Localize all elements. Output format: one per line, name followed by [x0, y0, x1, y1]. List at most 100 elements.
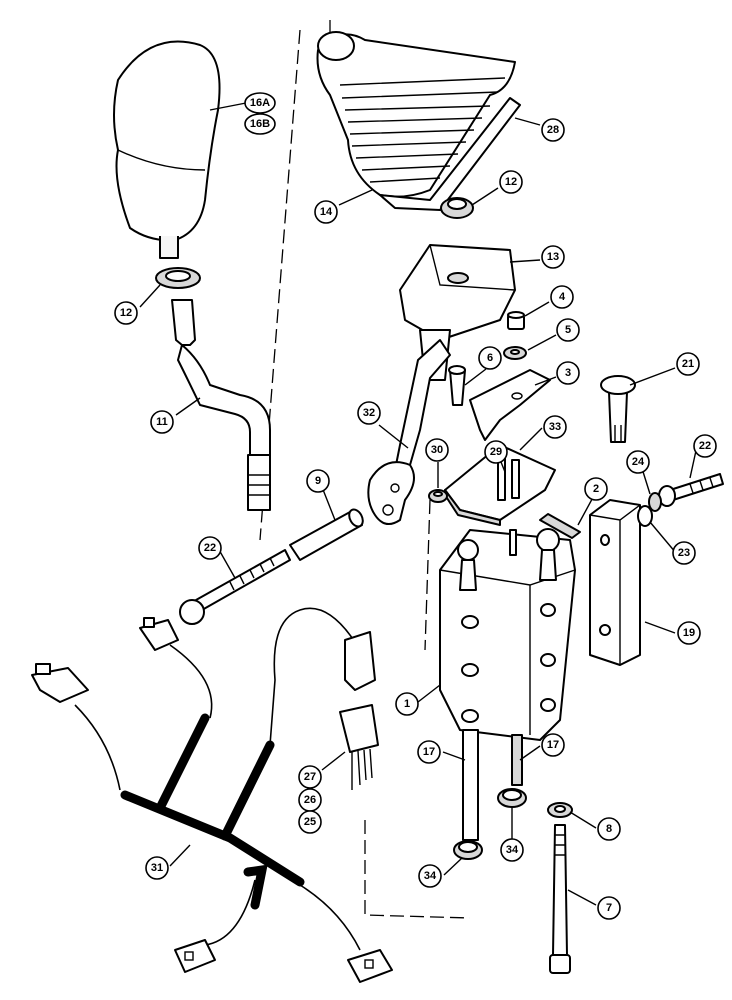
- callout-4: 4: [550, 285, 574, 309]
- svg-text:11: 11: [156, 416, 168, 428]
- svg-text:26: 26: [304, 794, 316, 806]
- wiring-harness: [74, 607, 361, 951]
- svg-text:25: 25: [304, 816, 316, 828]
- connector-27: [339, 704, 379, 790]
- connector-bottom-left: [174, 939, 216, 973]
- bolt-7: [549, 824, 571, 974]
- lever-arm: [367, 339, 451, 525]
- bolt-4: [507, 311, 525, 330]
- svg-text:21: 21: [682, 358, 694, 370]
- svg-text:22: 22: [204, 542, 216, 554]
- callout-26: 26: [298, 788, 322, 812]
- svg-text:2: 2: [593, 483, 599, 495]
- svg-text:16B: 16B: [250, 118, 270, 130]
- svg-text:16A: 16A: [250, 97, 270, 109]
- nut-upper: [440, 197, 474, 219]
- callout-22-left: 22: [198, 536, 222, 560]
- connector-mid-left: [139, 617, 179, 651]
- callout-12-upper: 12: [499, 170, 523, 194]
- callouts: 16A 16B 12 11 14 28 12 13 4 5 6 3 21 32 …: [114, 92, 717, 920]
- svg-text:32: 32: [363, 407, 375, 419]
- connector-plug: [344, 631, 376, 691]
- pin-21: [600, 375, 636, 443]
- connector-bottom-right: [347, 949, 393, 983]
- svg-text:17: 17: [547, 739, 559, 751]
- callout-23: 23: [672, 541, 696, 565]
- callout-16a: 16A: [244, 92, 276, 114]
- callout-24: 24: [626, 450, 650, 474]
- callout-29: 29: [484, 440, 508, 464]
- tube-17-right: [511, 734, 523, 786]
- callout-21: 21: [676, 352, 700, 376]
- svg-text:22: 22: [699, 440, 711, 452]
- svg-text:12: 12: [505, 176, 517, 188]
- plate-3: [469, 369, 551, 441]
- pin-6: [448, 365, 466, 406]
- svg-text:6: 6: [487, 352, 493, 364]
- grommet-34-right: [497, 788, 527, 808]
- svg-text:1: 1: [404, 698, 410, 710]
- callout-17-left: 17: [417, 740, 441, 764]
- callout-14: 14: [314, 200, 338, 224]
- connector-top-left: [31, 663, 89, 703]
- callout-27: 27: [298, 765, 322, 789]
- callout-9: 9: [306, 469, 330, 493]
- bolt-22-right: [658, 473, 724, 507]
- svg-text:13: 13: [547, 251, 559, 263]
- svg-text:7: 7: [606, 902, 612, 914]
- callout-3: 3: [556, 361, 580, 385]
- callout-16b: 16B: [244, 113, 276, 135]
- svg-text:12: 12: [120, 307, 132, 319]
- sleeve-9: [289, 508, 364, 561]
- washer-5: [503, 346, 527, 360]
- grommet-34-left: [453, 840, 483, 860]
- shift-lever: [171, 299, 271, 511]
- svg-text:14: 14: [320, 206, 333, 218]
- svg-text:17: 17: [423, 746, 435, 758]
- callout-1: 1: [395, 692, 419, 716]
- svg-text:29: 29: [490, 446, 502, 458]
- callout-7: 7: [597, 896, 621, 920]
- callout-25: 25: [298, 810, 322, 834]
- block-19: [589, 499, 641, 666]
- callout-33: 31: [145, 856, 169, 880]
- callout-12-left: 12: [114, 301, 138, 325]
- spacer-30: [428, 489, 448, 503]
- leader-lines: [139, 102, 698, 906]
- callout-30: 30: [425, 438, 449, 462]
- svg-text:9: 9: [315, 475, 321, 487]
- svg-text:33: 33: [549, 421, 561, 433]
- callout-19: 19: [677, 621, 701, 645]
- callout-8: 8: [597, 817, 621, 841]
- callout-5: 5: [556, 318, 580, 342]
- spacer-left: [155, 267, 201, 289]
- svg-text:23: 23: [678, 547, 690, 559]
- callout-6: 6: [478, 346, 502, 370]
- rubber-boot: [316, 31, 521, 211]
- svg-text:19: 19: [683, 627, 695, 639]
- bushing-23: [637, 505, 653, 527]
- valve-body: [439, 528, 576, 741]
- tube-17-left: [462, 729, 479, 841]
- callout-13: 13: [541, 245, 565, 269]
- svg-text:3: 3: [565, 367, 571, 379]
- callout-32: 33: [543, 415, 567, 439]
- svg-text:34: 34: [424, 870, 437, 882]
- svg-text:4: 4: [559, 291, 566, 303]
- callout-34-right: 34: [500, 838, 524, 862]
- callout-28: 28: [541, 118, 565, 142]
- svg-text:28: 28: [547, 124, 559, 136]
- shift-knob: [113, 40, 221, 259]
- svg-text:24: 24: [632, 456, 645, 468]
- svg-text:8: 8: [606, 823, 612, 835]
- callout-34-left: 34: [418, 864, 442, 888]
- washer-8: [547, 802, 573, 818]
- callout-2: 2: [584, 477, 608, 501]
- svg-text:5: 5: [565, 324, 571, 336]
- callout-17-right: 17: [541, 733, 565, 757]
- callout-11: 11: [150, 410, 174, 434]
- svg-text:31: 31: [151, 862, 163, 874]
- key-2: [539, 513, 581, 539]
- svg-text:34: 34: [506, 844, 519, 856]
